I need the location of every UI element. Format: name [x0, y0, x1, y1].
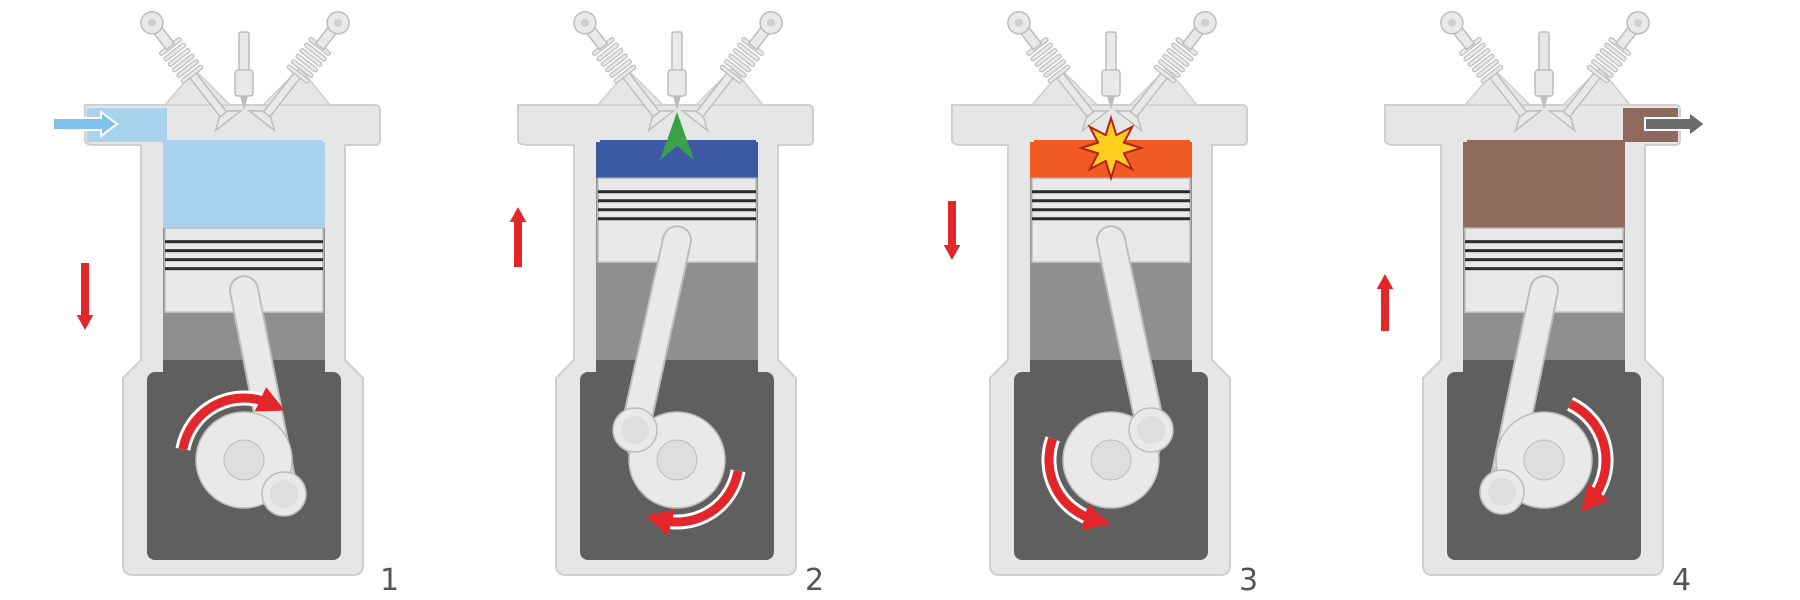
piston-ring-1	[165, 240, 323, 244]
crank-center-2	[656, 439, 698, 481]
piston-ring-2	[598, 208, 756, 212]
stroke-number-3: 3	[1239, 563, 1258, 598]
piston-ring-1	[165, 267, 323, 271]
exhaust-port-1	[323, 108, 378, 142]
piston-motion-arrow-4	[1373, 269, 1397, 333]
piston-ring-3	[1032, 199, 1190, 203]
crank-center-3	[1090, 439, 1132, 481]
exhaust-valve-1	[246, 11, 350, 133]
piston-motion-arrow-1	[73, 261, 97, 335]
exhaust-valve-3	[1113, 11, 1217, 133]
piston-ring-4	[1465, 249, 1623, 253]
piston-ring-4	[1465, 258, 1623, 262]
piston-ring-2	[598, 217, 756, 221]
exhaust-valve-4	[1546, 11, 1650, 133]
piston-ring-3	[1032, 208, 1190, 212]
exhaust-valve-2	[679, 11, 783, 133]
rotation-arrow-2	[645, 469, 743, 536]
crank-center-4	[1523, 439, 1565, 481]
stroke-panel-4: 4	[1373, 11, 1707, 598]
rotation-arrow-4	[1568, 399, 1611, 513]
spark-plug-4	[1534, 31, 1554, 110]
piston-ring-4	[1465, 240, 1623, 244]
exhaust-port-3	[1190, 108, 1245, 142]
spark-plug-2	[667, 31, 687, 110]
intake-valve-4	[1440, 11, 1544, 133]
piston-ring-3	[1032, 190, 1190, 194]
stroke-number-1: 1	[380, 563, 399, 598]
piston-ring-1	[165, 258, 323, 262]
stroke-panel-1: 1	[52, 11, 399, 598]
piston-motion-arrow-2	[506, 202, 530, 269]
engine-cylinder-1	[52, 11, 381, 576]
fuel-spray-2	[660, 112, 694, 160]
piston-ring-2	[598, 190, 756, 194]
intake-port-3	[954, 108, 1034, 142]
piston-ring-4	[1465, 267, 1623, 271]
combustion-chamber-1	[163, 140, 325, 229]
connecting-rod-3	[1098, 227, 1164, 443]
piston-motion-arrow-3	[940, 199, 964, 265]
combustion-chamber-2	[596, 140, 758, 179]
engine-cylinder-3	[940, 11, 1248, 576]
spark-plug-3	[1101, 31, 1121, 110]
spark-plug-1	[234, 31, 254, 110]
connecting-rod-2	[622, 227, 690, 443]
stroke-number-4: 4	[1672, 563, 1691, 598]
stroke-number-2: 2	[805, 563, 824, 598]
rotation-arrow-1	[178, 387, 285, 451]
combustion-chamber-4	[1463, 140, 1625, 229]
intake-arrow-1	[52, 110, 119, 138]
rotation-arrow-3	[1044, 437, 1111, 531]
intake-port-4	[1387, 108, 1467, 142]
intake-valve-2	[573, 11, 677, 133]
engine-cylinder-4	[1373, 11, 1707, 576]
exhaust-port-2	[756, 108, 811, 142]
piston-ring-2	[598, 199, 756, 203]
stroke-panel-3: 3	[940, 11, 1258, 598]
crank-center-1	[223, 439, 265, 481]
piston-ring-3	[1032, 217, 1190, 221]
piston-ring-1	[165, 249, 323, 253]
explosion-burst-3	[1077, 114, 1145, 182]
engine-cylinder-2	[506, 11, 814, 576]
intake-port-2	[520, 108, 600, 142]
exhaust-arrow-4	[1644, 110, 1707, 138]
stroke-panel-2: 2	[506, 11, 824, 598]
intake-valve-1	[140, 11, 244, 133]
